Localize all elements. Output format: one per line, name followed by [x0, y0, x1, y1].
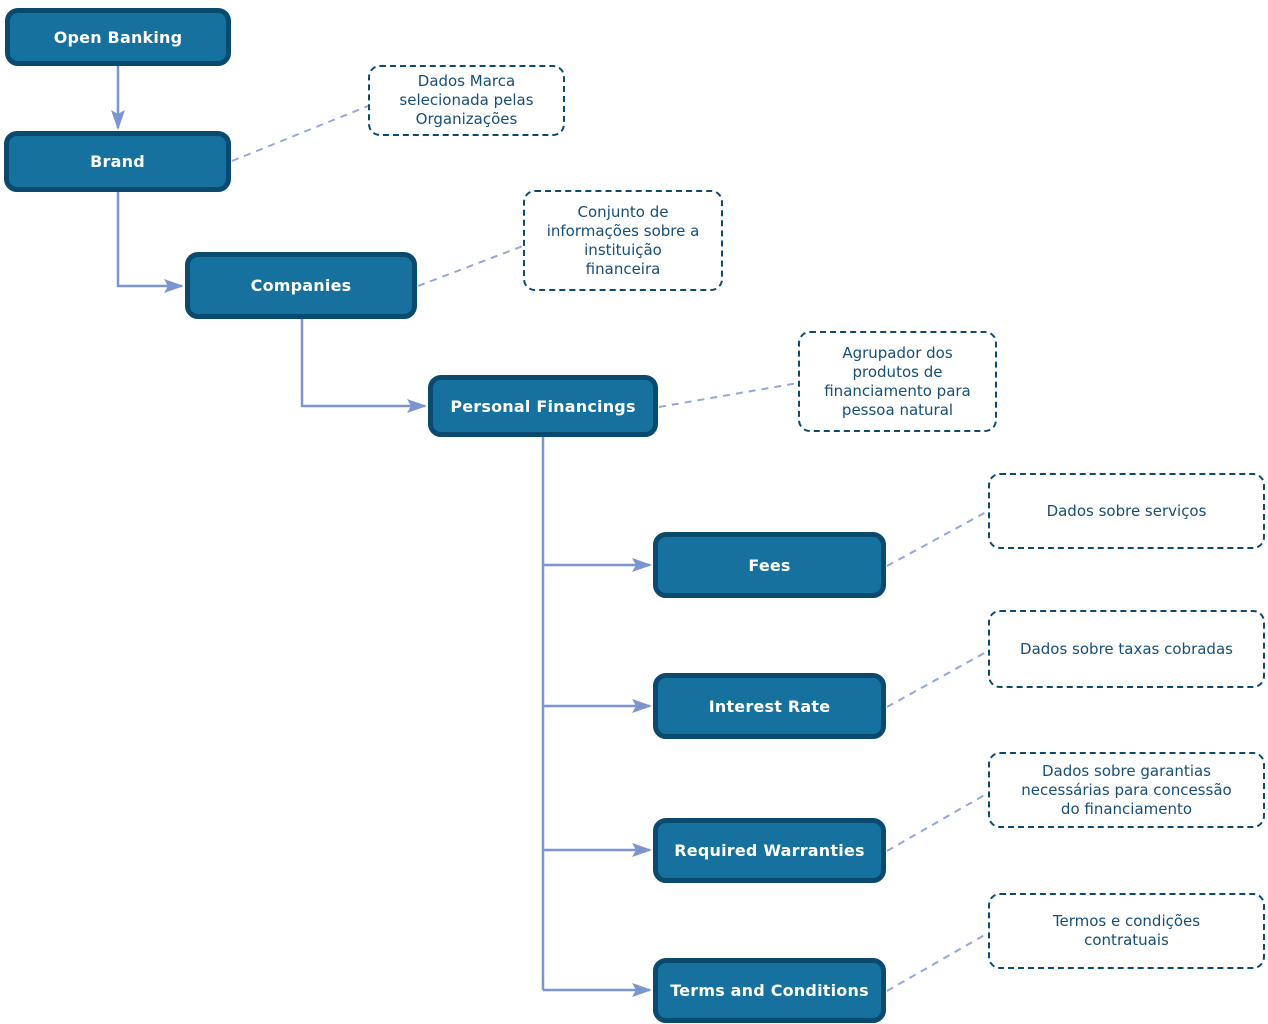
node-personal-financings: Personal Financings: [428, 375, 658, 437]
node-fees: Fees: [653, 532, 886, 598]
note-personal-financings-text: Agrupador dos produtos de financiamento …: [824, 343, 971, 419]
note-required-warranties: Dados sobre garantias necessárias para c…: [988, 752, 1265, 828]
note-companies-text: Conjunto de informações sobre a institui…: [546, 202, 700, 278]
note-brand-text: Dados Marca selecionada pelas Organizaçõ…: [399, 72, 534, 128]
node-interest-rate: Interest Rate: [653, 673, 886, 739]
edge-terms-and-conditions-note: [886, 932, 989, 992]
node-required-warranties: Required Warranties: [653, 818, 886, 883]
note-companies: Conjunto de informações sobre a institui…: [523, 190, 723, 291]
node-interest-rate-label: Interest Rate: [708, 696, 831, 716]
node-fees-label: Fees: [748, 555, 791, 575]
node-open-banking: Open Banking: [5, 8, 231, 66]
node-terms-and-conditions-label: Terms and Conditions: [670, 981, 869, 1000]
node-companies-label: Companies: [250, 276, 352, 295]
edge-brand-note: [231, 105, 369, 162]
note-personal-financings: Agrupador dos produtos de financiamento …: [798, 331, 997, 432]
node-brand: Brand: [4, 131, 231, 192]
node-terms-and-conditions: Terms and Conditions: [653, 958, 886, 1023]
edge-fees-note: [886, 510, 989, 567]
edge-companies-note: [417, 245, 524, 287]
note-terms-and-conditions: Termos e condições contratuais: [988, 893, 1265, 969]
note-required-warranties-text: Dados sobre garantias necessárias para c…: [1021, 761, 1232, 818]
node-personal-financings-label: Personal Financings: [450, 396, 636, 416]
edge-required-warranties-note: [886, 792, 989, 852]
edge-brand-companies: [116, 192, 184, 293]
node-open-banking-label: Open Banking: [53, 27, 183, 47]
edge-companies-personal-financings: [300, 319, 427, 413]
note-fees-text: Dados sobre serviços: [1046, 501, 1207, 520]
note-fees: Dados sobre serviços: [988, 473, 1265, 549]
note-interest-rate: Dados sobre taxas cobradas: [988, 610, 1265, 688]
edge-personal-financings-note: [658, 382, 799, 408]
edge-interest-rate-note: [886, 650, 989, 708]
note-brand: Dados Marca selecionada pelas Organizaçõ…: [368, 65, 565, 136]
node-brand-label: Brand: [90, 152, 145, 171]
note-interest-rate-text: Dados sobre taxas cobradas: [1020, 639, 1233, 658]
node-required-warranties-label: Required Warranties: [674, 841, 865, 860]
node-companies: Companies: [185, 252, 417, 319]
note-terms-and-conditions-text: Termos e condições contratuais: [1052, 912, 1201, 949]
